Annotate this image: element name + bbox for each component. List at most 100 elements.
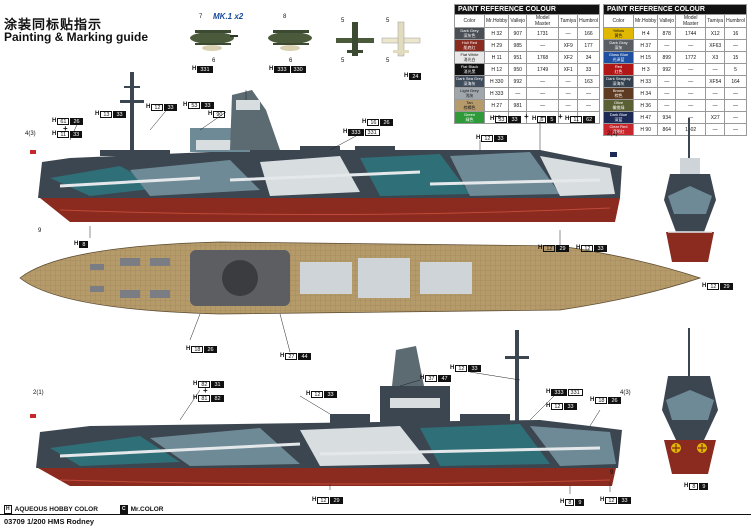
plus-sign: + (524, 112, 529, 121)
swatch-name: Dark Blue (609, 112, 628, 117)
table-cell: 33 (577, 63, 600, 76)
table-cell: 934 (657, 111, 677, 124)
ship-deck-plan (19, 241, 702, 315)
swatch-name: Flat White (460, 52, 479, 57)
swatch-name-cn: 船底红 (463, 45, 476, 50)
ship-bow-view (664, 118, 716, 262)
table-cell: — (705, 99, 726, 112)
swatch-name-cn: 绿色 (465, 117, 474, 122)
column-header: Color (454, 14, 485, 28)
table-cell: — (526, 75, 560, 88)
swatch-name: Dark Grey (460, 28, 479, 33)
table-cell: H 90 (632, 123, 659, 136)
table-cell: 1731 (526, 27, 560, 40)
legend-label: Mr.COLOR (130, 506, 164, 513)
table-cell: — (508, 87, 528, 100)
table-cell: H 33 (632, 75, 659, 88)
table-cell: 985 (508, 39, 528, 52)
table-cell: 1768 (526, 51, 560, 64)
column-header: Tamiya (558, 14, 579, 28)
table-cell: XF54 (705, 75, 726, 88)
footer-title: 03709 1/200 HMS Rodney (4, 517, 95, 526)
plus-sign: + (63, 124, 68, 133)
table-cell: — (577, 99, 600, 112)
table-cell: — (724, 39, 747, 52)
table-cell: — (705, 123, 726, 136)
table-cell: 878 (657, 27, 677, 40)
table-cell: — (657, 75, 677, 88)
part-label: 2(1) (607, 131, 618, 137)
table-cell: H 330 (483, 75, 510, 88)
table-cell: — (526, 99, 560, 112)
table-cell: H 37 (632, 39, 659, 52)
table-cell: — (558, 27, 579, 40)
table-cell: — (724, 111, 747, 124)
swatch-name: Dark Sea Grey (456, 76, 483, 81)
table-cell: — (558, 99, 579, 112)
swatch-name: Dark Gray (609, 40, 628, 45)
swatch-name-cn: 橄榄绿 (612, 105, 625, 110)
table-cell: 981 (508, 99, 528, 112)
table-cell: H 15 (632, 51, 659, 64)
walrus-top-1 (336, 22, 374, 56)
swatch-name: Dark Seagray (606, 76, 631, 81)
table-cell: 16 (724, 27, 747, 40)
aircraft-label: MK.1 x2 (213, 12, 244, 21)
table-cell: H 6 (483, 111, 510, 124)
table-cell: XF63 (705, 39, 726, 52)
legend-aqueous: H AQUEOUS HOBBY COLOR (4, 505, 98, 514)
table-cell: — (705, 63, 726, 76)
swatch-name-cn: 红色 (614, 69, 623, 74)
table-cell: H 34 (632, 87, 659, 100)
table-cell: — (724, 99, 747, 112)
table-cell: X12 (705, 27, 726, 40)
table-cell: 1749 (526, 63, 560, 76)
swatch-name-cn: 深海灰 (463, 81, 476, 86)
swatch-name-cn: 深灰色 (463, 33, 476, 38)
table-cell: 177 (577, 39, 600, 52)
legend-label: AQUEOUS HOBBY COLOR (14, 506, 98, 513)
paint-reference-table-right: PAINT REFERENCE COLOUR Color Mr.Hobby Va… (603, 4, 747, 136)
swatch-name-cn: 深蓝 (614, 117, 623, 122)
table-cell: — (675, 99, 707, 112)
table-cell: X3 (705, 51, 726, 64)
swatch-name: Tan (466, 100, 473, 105)
table-cell: — (675, 39, 707, 52)
walrus-side-2 (268, 30, 312, 51)
column-header: Tamiya (705, 14, 726, 28)
title-chinese: 涂装同标贴指示 (4, 17, 103, 32)
table-cell: H 27 (483, 99, 510, 112)
table-cell: H 12 (483, 63, 510, 76)
table-cell: 907 (508, 27, 528, 40)
table-cell: 15 (724, 51, 747, 64)
